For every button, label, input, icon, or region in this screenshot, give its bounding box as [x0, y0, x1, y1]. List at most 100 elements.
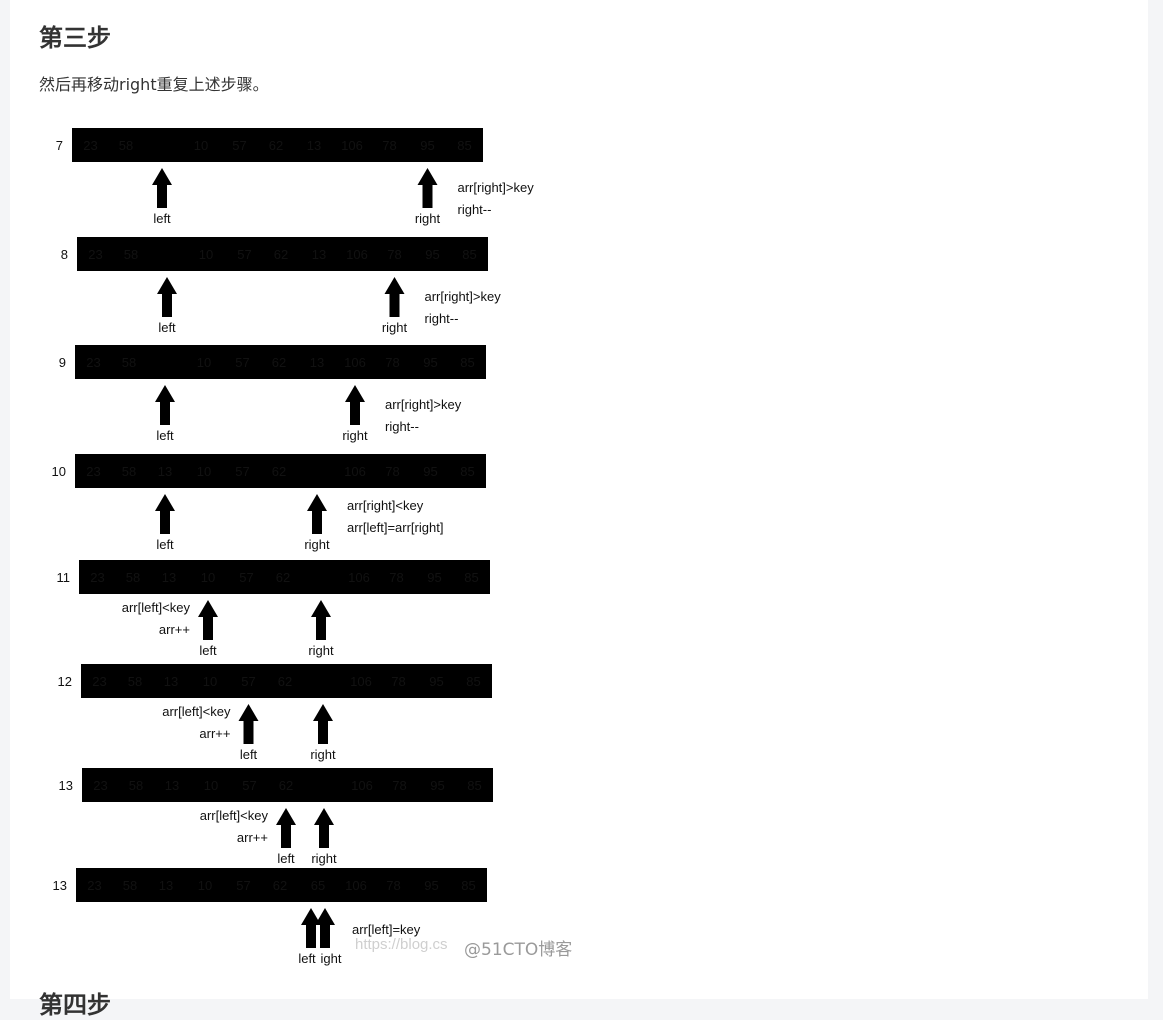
- array-cell: [190, 664, 230, 698]
- array-cell: [147, 868, 185, 902]
- pointer-label: left: [153, 211, 171, 226]
- cell-value: 62: [276, 570, 290, 585]
- pointer-label: left: [298, 951, 316, 966]
- step-number: 12: [58, 674, 72, 689]
- array-cell: [416, 560, 453, 594]
- cell-value: 10: [201, 570, 215, 585]
- array-cell: [418, 664, 455, 698]
- cell-value: 23: [83, 138, 97, 153]
- left-pointer-arrow: [301, 908, 321, 948]
- cell-value: 13: [162, 570, 176, 585]
- step-note: arr[right]>key: [425, 289, 502, 304]
- cell-value: 106: [351, 778, 373, 793]
- array-cell: [453, 560, 490, 594]
- cell-value: 57: [241, 674, 255, 689]
- array-cell: [446, 128, 483, 162]
- step-note: arr[left]<key: [162, 704, 231, 719]
- step-number: 13: [59, 778, 73, 793]
- array-cell: [412, 454, 449, 488]
- step-number: 8: [61, 247, 68, 262]
- cell-value: 10: [199, 247, 213, 262]
- cell-value: 62: [274, 247, 288, 262]
- cell-value: 106: [344, 464, 366, 479]
- cell-value: 62: [272, 464, 286, 479]
- array-cell: [76, 868, 113, 902]
- cell-value: 85: [461, 878, 475, 893]
- pointer-label: right: [382, 320, 408, 335]
- array-cell: [221, 128, 258, 162]
- cell-value: 62: [279, 778, 293, 793]
- array-cell: [373, 454, 412, 488]
- cell-value: 85: [462, 247, 476, 262]
- array-cell: [188, 560, 228, 594]
- array-cell: [152, 664, 190, 698]
- array-cell: [81, 664, 118, 698]
- pointer-label: right: [342, 428, 368, 443]
- array-cell: [230, 664, 267, 698]
- empty-slot-circle: [314, 775, 334, 795]
- step-number: 10: [52, 464, 66, 479]
- array-cell: [72, 128, 109, 162]
- array-cell: [109, 128, 143, 162]
- cell-value: 106: [348, 570, 370, 585]
- cell-value: 13: [312, 247, 326, 262]
- step-note: right--: [458, 202, 492, 217]
- array-cell: [337, 454, 373, 488]
- cell-value: 13: [159, 878, 173, 893]
- cell-value: 13: [310, 355, 324, 370]
- array-cell: [380, 768, 419, 802]
- cell-value: 23: [93, 778, 107, 793]
- cell-value: 85: [460, 355, 474, 370]
- cell-value: 106: [344, 355, 366, 370]
- empty-slot-circle: [307, 461, 327, 481]
- array-cell: [226, 237, 263, 271]
- cell-value: 10: [197, 355, 211, 370]
- empty-slot-circle: [152, 135, 172, 155]
- left-pointer-arrow: [276, 808, 296, 848]
- pointer-label: right: [415, 211, 441, 226]
- array-cell: [261, 454, 297, 488]
- right-pointer-arrow: [313, 704, 333, 744]
- right-pointer-arrow: [345, 385, 365, 425]
- array-cell: [224, 345, 261, 379]
- article-card: [10, 0, 1148, 999]
- array-cell: [79, 560, 116, 594]
- array-cell: [298, 868, 338, 902]
- cell-value: 62: [269, 138, 283, 153]
- cell-value: 57: [235, 464, 249, 479]
- array-cell: [224, 454, 261, 488]
- array-cell: [77, 237, 114, 271]
- array-cell: [456, 768, 493, 802]
- cell-value: 65: [311, 878, 325, 893]
- cell-value: 95: [423, 355, 437, 370]
- array-cell: [75, 345, 112, 379]
- cell-value: 78: [391, 674, 405, 689]
- cell-value: 58: [122, 355, 136, 370]
- array-cell: [119, 768, 153, 802]
- cell-value: 58: [122, 464, 136, 479]
- cell-value: 58: [129, 778, 143, 793]
- cell-value: 85: [460, 464, 474, 479]
- cell-value: 78: [392, 778, 406, 793]
- cell-value: 95: [424, 878, 438, 893]
- right-pointer-arrow: [417, 168, 438, 208]
- cell-value: 95: [423, 464, 437, 479]
- cell-value: 78: [385, 355, 399, 370]
- left-pointer-arrow: [152, 168, 172, 208]
- empty-slot-circle: [313, 671, 333, 691]
- array-cell: [112, 454, 146, 488]
- array-cell: [409, 128, 446, 162]
- pointer-label: left: [156, 428, 174, 443]
- cell-value: 58: [126, 570, 140, 585]
- left-pointer-arrow: [198, 600, 218, 640]
- step-number: 9: [59, 355, 66, 370]
- cell-value: 57: [235, 355, 249, 370]
- step-number: 13: [53, 878, 67, 893]
- array-cell: [343, 664, 379, 698]
- left-pointer-arrow: [238, 704, 259, 744]
